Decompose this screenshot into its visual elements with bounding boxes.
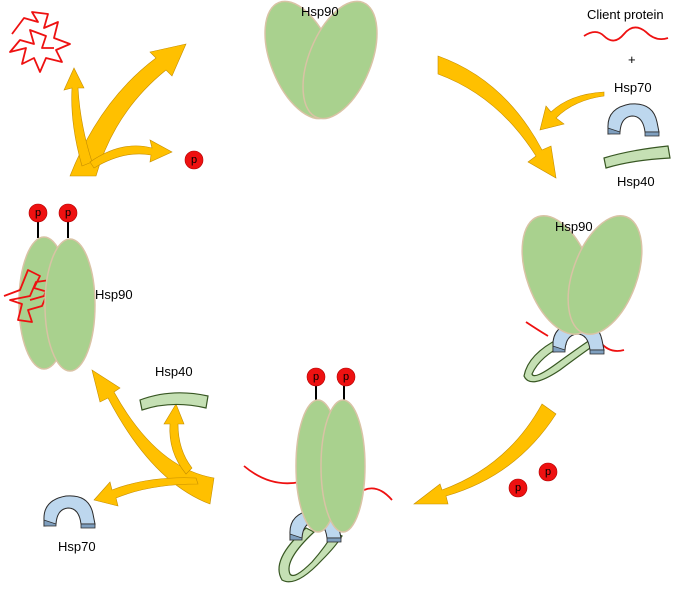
client-protein-chain (583, 26, 669, 42)
hsp70-label-top: Hsp70 (614, 80, 652, 95)
plus-sign: + (628, 52, 636, 67)
hsp40-label-left: Hsp40 (155, 364, 193, 379)
bound-client-protein (3, 269, 51, 323)
svg-text:p: p (35, 207, 41, 219)
hsp90-open-top (264, 0, 378, 120)
hsp70-label-bottom: Hsp70 (58, 539, 96, 554)
hsp40-released (139, 392, 209, 411)
free-phosphate-2: p (538, 462, 558, 482)
svg-text:p: p (545, 466, 551, 478)
arrow-hsp70-leaves (93, 477, 199, 507)
client-protein-label: Client protein (587, 7, 664, 22)
hsp90-hsp70-complex (521, 214, 643, 383)
arrow-top-left-up (69, 43, 187, 177)
arrow-right-down (413, 403, 557, 505)
arrow-hsp70-joins (539, 91, 605, 131)
hsp90-label-top: Hsp90 (301, 4, 339, 19)
phosphate-label: p (191, 154, 197, 166)
svg-text:p: p (313, 371, 319, 383)
arrow-top-right (437, 55, 557, 179)
hsp40-label-top: Hsp40 (617, 174, 655, 189)
free-phosphate-1: p (508, 478, 528, 498)
released-phosphate: p (184, 150, 204, 170)
svg-text:p: p (343, 371, 349, 383)
hsp90-closed-client-bound: p p (3, 203, 96, 372)
arrow-hsp40-leaves (163, 403, 193, 475)
hsp40-top (603, 145, 671, 169)
hsp70-top (607, 103, 660, 137)
hsp90-label-left: Hsp90 (95, 287, 133, 302)
arrow-released-client (63, 67, 93, 167)
hsp90-label-right: Hsp90 (555, 219, 593, 234)
released-client-protein (9, 11, 71, 73)
hsp70-released (43, 495, 96, 529)
arrow-released-phosphate (89, 139, 173, 169)
hsp90-closed-complex: p p (243, 367, 393, 583)
svg-text:p: p (515, 482, 521, 494)
svg-text:p: p (65, 207, 71, 219)
